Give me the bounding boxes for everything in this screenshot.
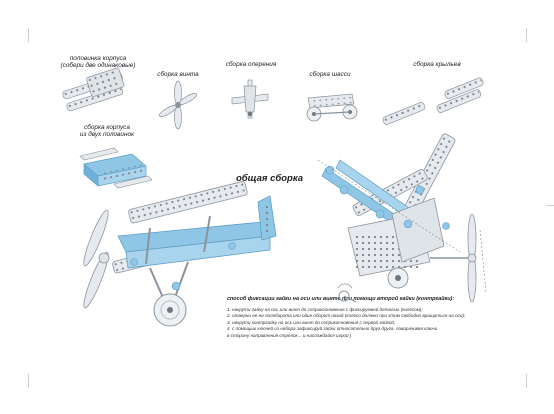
screw-assembly-illustration: [158, 80, 198, 130]
half-body-illustration: [62, 67, 125, 112]
label-body-from-halves: сборка корпуса из двух половинок: [62, 124, 152, 138]
label-chassis-assembly: сборка шасси: [309, 71, 351, 78]
locknut-step: в сторону направления стрелок... и насла…: [227, 332, 352, 338]
label-half-body-title: половинка корпуса: [69, 55, 127, 62]
crop-mark-right-mid: [546, 205, 554, 206]
locknut-step: 1. накрути гайку на ось или винт до сопр…: [227, 307, 423, 312]
chassis-assembly-illustration: [306, 93, 358, 122]
locknut-step: 4. с помощью ключей из набора зафиксируй…: [227, 326, 438, 332]
label-wings-assembly: сборка крыльев: [413, 61, 461, 68]
label-tail-assembly: сборка оперения: [225, 61, 277, 68]
label-general-assembly: общая сборка: [236, 173, 304, 184]
locknut-step: 2. отверни ее на полоборота или один обо…: [227, 313, 466, 319]
wings-assembly-illustration: [382, 77, 484, 125]
locknut-step: 3. накрути контргайку на ось или винт до…: [227, 319, 396, 325]
label-half-body-sub: (собери две одинаковые): [60, 61, 136, 69]
tail-assembly-illustration: [231, 79, 269, 119]
label-body-from-halves-title: сборка корпуса: [84, 124, 130, 131]
plane-exploded-illustration: [317, 133, 487, 303]
crop-mark-bottom-right: [526, 374, 527, 388]
label-body-from-halves-sub: из двух половинок: [79, 130, 135, 138]
body-assembly-illustration: [79, 147, 153, 189]
crop-mark-top-left: [28, 28, 29, 42]
locknut-detail-illustration: [337, 283, 357, 303]
plane-assembled-illustration: [83, 181, 277, 327]
label-half-body: половинка корпуса (собери две одинаковые…: [48, 55, 148, 69]
label-screw-assembly: сборка винта: [157, 71, 199, 78]
locknut-steps: 1. накрути гайку на ось или винт до сопр…: [227, 307, 465, 339]
crop-mark-top-right: [526, 28, 527, 42]
crop-mark-bottom-left: [28, 374, 29, 388]
